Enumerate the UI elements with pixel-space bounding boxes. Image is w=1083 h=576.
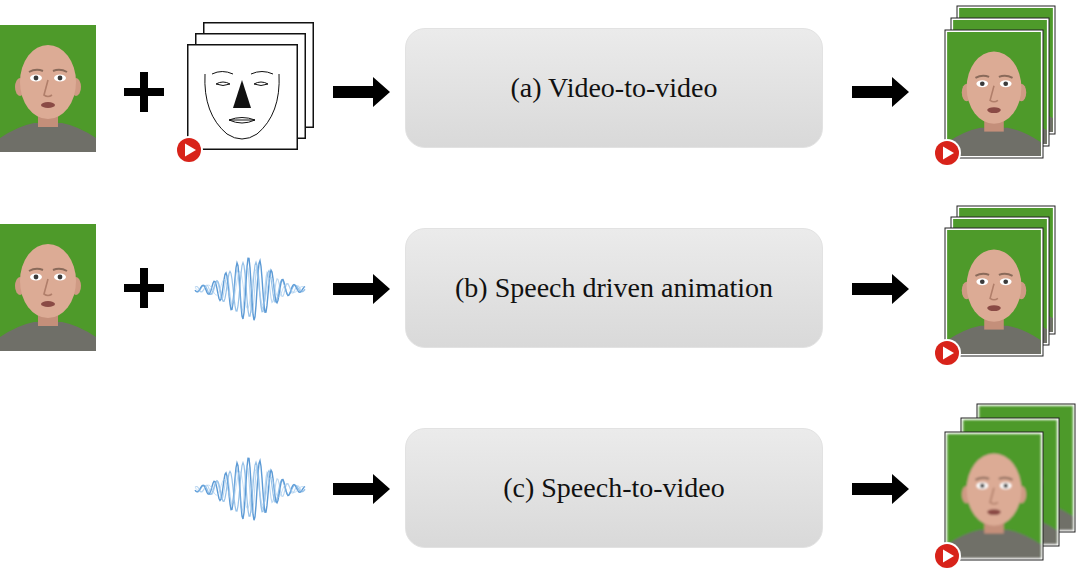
- face-photo: [0, 25, 96, 152]
- speech-waveform: [195, 458, 305, 520]
- process-box: (b) Speech driven animation: [405, 228, 823, 348]
- process-box: (c) Speech-to-video: [405, 428, 823, 548]
- speech-waveform: [195, 258, 305, 320]
- output-frames: [945, 6, 1055, 158]
- flow-arrow: [852, 77, 909, 107]
- plus-sign: [124, 72, 164, 112]
- flow-arrow: [333, 77, 390, 107]
- face-photo: [0, 224, 96, 351]
- flow-arrow: [333, 274, 390, 304]
- play-icon: [933, 139, 961, 167]
- play-icon: [933, 542, 961, 570]
- process-box: (a) Video-to-video: [405, 28, 823, 148]
- output-frames: [945, 206, 1055, 356]
- play-icon: [933, 339, 961, 367]
- flow-arrow: [852, 474, 909, 504]
- output-frames: [945, 404, 1075, 560]
- box-label: (a) Video-to-video: [511, 72, 718, 104]
- flow-arrow: [852, 274, 909, 304]
- landmark-frame: [188, 45, 298, 150]
- plus-sign: [124, 268, 164, 308]
- play-icon: [175, 136, 203, 164]
- box-label: (c) Speech-to-video: [503, 472, 725, 504]
- flow-arrow: [333, 474, 390, 504]
- box-label: (b) Speech driven animation: [455, 272, 773, 304]
